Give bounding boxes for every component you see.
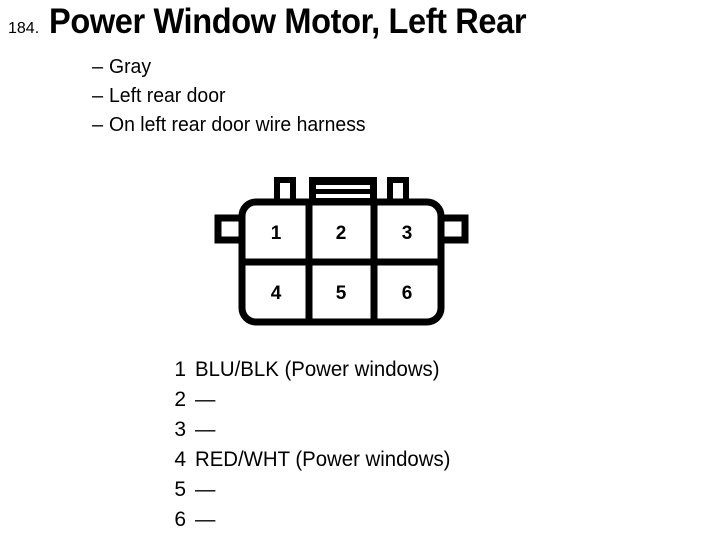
connector-pin-1: 1	[271, 223, 282, 244]
legend-pin-number: 5	[174, 478, 186, 501]
entry-number: 184.	[8, 20, 40, 37]
dash-bullet-icon: –	[92, 56, 104, 78]
list-item: 1 BLU/BLK (Power windows)	[160, 358, 458, 388]
list-item: 6 —	[160, 508, 458, 538]
list-item: 4 RED/WHT (Power windows)	[160, 448, 458, 478]
connector-diagram: 1 2 3 4 5 6	[200, 168, 480, 332]
dash-bullet-icon: –	[92, 85, 104, 107]
connector-pin-2: 2	[336, 223, 347, 244]
legend-pin-description: —	[195, 388, 216, 411]
attribute-list: – Gray – Left rear door – On left rear d…	[92, 56, 374, 143]
legend-pin-number: 3	[174, 418, 186, 441]
connector-pin-4: 4	[271, 283, 282, 304]
left-side-ear	[214, 214, 244, 244]
legend-pin-description: —	[195, 478, 216, 501]
list-item: 3 —	[160, 418, 458, 448]
pin-legend-list: 1 BLU/BLK (Power windows) 2 — 3 — 4 RED/…	[160, 358, 458, 538]
dash-bullet-icon: –	[92, 114, 104, 136]
legend-pin-number: 4	[174, 448, 186, 471]
entry-title: Power Window Motor, Left Rear	[49, 2, 527, 41]
attribute-label: Left rear door	[109, 85, 226, 107]
connector-pin-5: 5	[336, 283, 347, 304]
legend-pin-description: BLU/BLK (Power windows)	[195, 358, 440, 381]
legend-pin-number: 6	[174, 508, 186, 531]
list-item: 5 —	[160, 478, 458, 508]
connector-pin-6: 6	[402, 283, 413, 304]
legend-pin-number: 1	[174, 358, 186, 381]
legend-pin-description: —	[195, 508, 216, 531]
connector-pin-3: 3	[402, 223, 413, 244]
attribute-label: On left rear door wire harness	[109, 114, 366, 136]
attribute-item-location: – Left rear door	[92, 85, 374, 114]
right-side-ear	[439, 214, 469, 244]
list-item: 2 —	[160, 388, 458, 418]
legend-pin-description: RED/WHT (Power windows)	[195, 448, 451, 471]
page-title: 184. Power Window Motor, Left Rear	[8, 2, 562, 42]
attribute-label: Gray	[109, 56, 152, 78]
legend-pin-number: 2	[174, 388, 186, 411]
attribute-item-color: – Gray	[92, 56, 374, 85]
legend-pin-description: —	[195, 418, 216, 441]
attribute-item-harness: – On left rear door wire harness	[92, 114, 374, 143]
